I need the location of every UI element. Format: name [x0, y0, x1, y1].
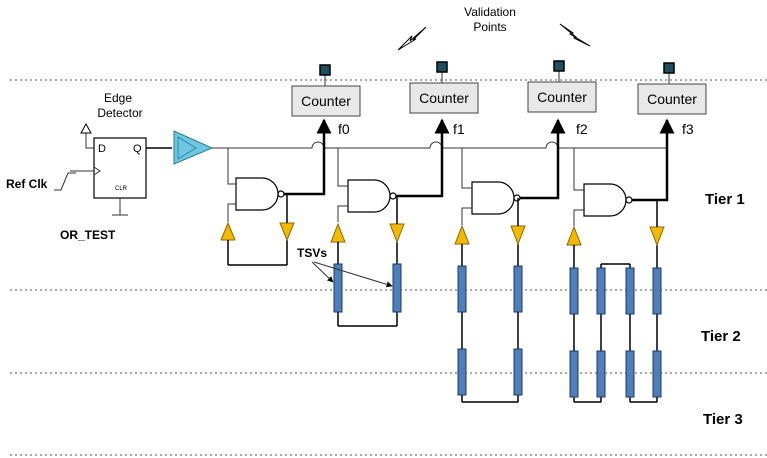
or-test-label: OR_TEST	[60, 228, 116, 242]
freq-label-0: f0	[338, 121, 350, 137]
oscillator-1	[330, 118, 450, 327]
tsv-3b	[569, 350, 579, 398]
validation-pin-2	[553, 60, 565, 72]
buffer-up-3	[566, 225, 582, 246]
validation-pin-3	[663, 62, 675, 74]
osc2-enable	[461, 148, 472, 189]
buffer-down-1	[389, 223, 405, 244]
osc1-output	[396, 118, 450, 198]
tsv-2c	[513, 265, 523, 313]
counter-2: Counter f2	[527, 60, 597, 137]
ref-clk-edge-icon	[54, 172, 76, 191]
counter-box-1	[409, 82, 479, 114]
ref-clk-label: Ref Clk	[6, 177, 48, 191]
counter-0: Counter f0	[291, 64, 361, 137]
nand-gate-3	[583, 183, 627, 217]
counter-label-3: Counter	[647, 91, 697, 107]
tsv-label: TSVs	[297, 246, 327, 260]
tsv-3d	[596, 350, 606, 398]
edge-detector-pin-d: D	[98, 143, 106, 155]
driver-stack-line	[177, 136, 197, 160]
d-input-wire	[85, 133, 94, 149]
tsv-1b	[392, 263, 402, 313]
oscillator-3	[566, 118, 675, 403]
nand-gate-2	[471, 181, 515, 215]
tsv-1a	[333, 263, 343, 313]
tsv-3g	[652, 267, 662, 315]
tsv-3e	[625, 267, 635, 315]
validation-pin-1	[436, 61, 448, 73]
buffer-down-2	[510, 225, 526, 246]
counter-box-0	[291, 85, 361, 117]
title-line2: Points	[473, 20, 506, 34]
tsv-3a	[569, 267, 579, 315]
oscillator-0	[220, 118, 332, 266]
counter-box-2	[527, 81, 597, 113]
freq-label-3: f3	[682, 121, 694, 137]
nand-bubble-1	[389, 192, 397, 200]
tsv-3h	[652, 350, 662, 398]
counter-label-1: Counter	[419, 90, 469, 106]
osc0-output	[284, 118, 332, 196]
nand-bubble-2	[513, 194, 521, 202]
buffer-up-1	[330, 222, 346, 243]
tsv-2b	[457, 348, 467, 396]
edge-detector-flipflop	[93, 137, 147, 199]
lightning-icon-right	[559, 23, 591, 47]
nand-gate-1	[347, 179, 391, 213]
oscillator-2	[454, 118, 566, 403]
osc2-output	[520, 118, 566, 200]
osc3-enable	[573, 148, 584, 191]
tier-label-1: Tier 1	[705, 191, 745, 208]
ring-driver-buffer	[173, 130, 214, 165]
counter-label-2: Counter	[537, 89, 587, 105]
osc3-fb-top	[573, 209, 584, 226]
tier-label-2: Tier 2	[701, 328, 741, 345]
tsv-2a	[457, 265, 467, 313]
edge-detector-pin-q: Q	[133, 143, 142, 155]
edge-detector-label-2: Detector	[97, 106, 142, 120]
tsv-2d	[513, 348, 523, 396]
osc0-fb-top	[227, 203, 236, 222]
nand-bubble-0	[277, 190, 285, 198]
buffer-down-3	[649, 226, 665, 247]
tsv-pointer-2	[313, 261, 393, 288]
counter-box-3	[637, 83, 707, 115]
validation-pin-0	[319, 64, 331, 76]
buffer-up-2	[454, 224, 470, 245]
osc3-output	[632, 118, 675, 202]
tier-label-3: Tier 3	[703, 411, 743, 428]
edge-detector-label-1: Edge	[104, 91, 132, 105]
edge-detector-pin-clr: CLR	[115, 186, 128, 192]
counter-1: Counter f1	[409, 61, 479, 137]
d-input-high-icon	[80, 122, 92, 134]
nand-gate-0	[235, 177, 279, 211]
osc1-fb-top	[337, 205, 348, 222]
buffer-down-0	[279, 222, 295, 242]
enable-bus	[212, 141, 667, 149]
tsv-3c	[596, 267, 606, 315]
nand-bubble-3	[625, 196, 633, 204]
osc2-fb-top	[461, 207, 472, 225]
counter-label-0: Counter	[301, 93, 351, 109]
tsv-pointer-1	[311, 261, 334, 283]
freq-label-2: f2	[576, 121, 588, 137]
lightning-icon-left	[397, 26, 427, 51]
osc0-enable	[227, 148, 236, 185]
title-line1: Validation	[464, 5, 516, 19]
counter-3: Counter f3	[637, 62, 707, 137]
clock-pin-triangle	[93, 166, 101, 176]
buffer-up-0	[220, 221, 236, 241]
tsv-3f	[625, 350, 635, 398]
freq-label-1: f1	[453, 121, 465, 137]
osc1-enable	[337, 148, 348, 187]
